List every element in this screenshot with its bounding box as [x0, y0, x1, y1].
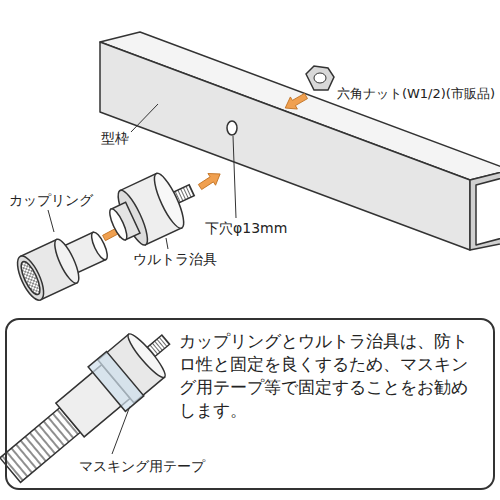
part-label: マスキング用テープ	[79, 458, 205, 475]
note-box: カップリングとウルトラ治具は、防トロ性と固定を良くするため、マスキング用テープ等…	[5, 318, 495, 490]
part-label: 下穴φ13mm	[204, 220, 288, 237]
ultra-jig	[101, 163, 204, 254]
hex-nut	[306, 66, 334, 90]
arrow	[101, 90, 310, 244]
part-label: 六角ナット(W1/2)(市販品)	[336, 86, 496, 102]
coupling	[12, 222, 114, 304]
part-label: ウルトラ治具	[132, 251, 218, 268]
part-label: 型枠	[100, 130, 130, 147]
form-beam	[100, 32, 500, 250]
part-label: カップリング	[8, 192, 94, 209]
note-text: カップリングとウルトラ治具は、防トロ性と固定を良くするため、マスキング用テープ等…	[179, 330, 484, 422]
